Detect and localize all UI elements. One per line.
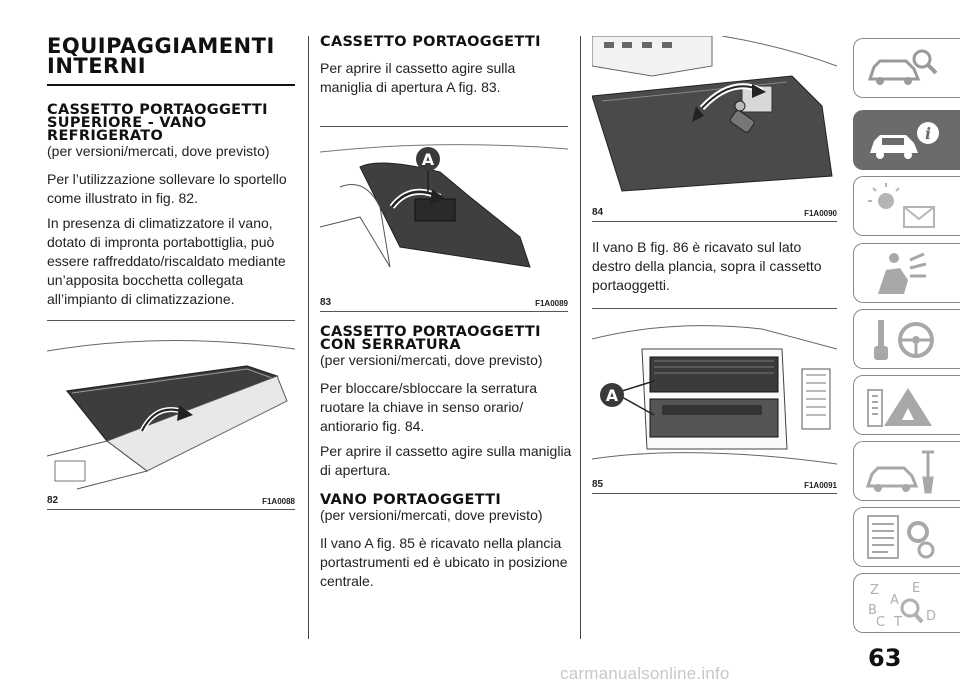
paragraph: Il vano A fig. 85 è ricavato nella planc… xyxy=(320,535,568,589)
specs-list-icon xyxy=(867,515,935,559)
svg-text:Z: Z xyxy=(870,583,879,598)
sidebar-tab-airbag-seat[interactable] xyxy=(853,243,960,303)
figure-callout-label: A xyxy=(422,150,435,169)
column-2: CASSETTO PORTAOGGETTI Per aprire il cass… xyxy=(320,0,570,97)
figure-number: 83 xyxy=(320,297,332,308)
sidebar-tab-warning-lights[interactable] xyxy=(853,176,960,236)
glovebox-upper-illustration xyxy=(47,340,295,490)
section-subtitle: (per versioni/mercati, dove previsto) xyxy=(47,143,270,159)
svg-text:A: A xyxy=(890,593,899,608)
sidebar-tab-key-steering[interactable] xyxy=(853,309,960,369)
watermark: carmanualsonline.info xyxy=(560,664,730,683)
section-heading-locking-glovebox: CASSETTO PORTAOGGETTI CON SERRATURA xyxy=(320,324,541,353)
column-2-lower: CASSETTO PORTAOGGETTI CON SERRATURA (per… xyxy=(320,324,572,591)
svg-text:T: T xyxy=(893,615,902,628)
key-steering-icon xyxy=(874,320,934,360)
figure-number: 85 xyxy=(592,479,604,490)
car-info-icon: i xyxy=(870,122,939,159)
sidebar-tab-index[interactable]: Z E A B C T D xyxy=(853,573,960,633)
svg-text:B: B xyxy=(868,603,877,618)
alphabet-index-icon: Z E A B C T D xyxy=(868,581,936,628)
figure-number: 82 xyxy=(47,495,59,506)
figure-code: F1A0089 xyxy=(535,299,568,308)
column-1: EQUIPAGGIAMENTI INTERNI CASSETTO PORTAOG… xyxy=(47,0,297,309)
paragraph: Il vano B fig. 86 è ricavato sul lato de… xyxy=(592,239,822,293)
paragraph: Per aprire il cassetto agire sulla manig… xyxy=(320,60,516,95)
warning-lights-icon xyxy=(868,183,935,228)
locking-glovebox-illustration xyxy=(592,36,837,192)
figure-code: F1A0091 xyxy=(804,481,837,490)
sidebar-tab-specs[interactable] xyxy=(853,507,960,567)
section-heading-glovebox: CASSETTO PORTAOGGETTI xyxy=(320,34,541,50)
section-subtitle: (per versioni/mercati, dove previsto) xyxy=(320,507,543,523)
column-divider xyxy=(580,36,581,639)
section-subtitle: (per versioni/mercati, dove previsto) xyxy=(320,352,543,368)
car-maintenance-icon xyxy=(865,450,934,494)
figure-number: 84 xyxy=(592,207,604,218)
sidebar-tab-car-info[interactable]: i xyxy=(853,110,960,170)
page-title: EQUIPAGGIAMENTI INTERNI xyxy=(47,34,275,78)
car-search-icon xyxy=(867,49,938,85)
figure-callout-label: A xyxy=(606,386,619,405)
paragraph: Per l’utilizzazione sollevare lo sportel… xyxy=(47,171,287,206)
svg-text:i: i xyxy=(925,124,931,143)
figure-85: A 85 F1A0091 xyxy=(592,308,837,494)
emergency-triangle-icon xyxy=(867,388,932,427)
paragraph: Per bloccare/sbloccare la serratura ruot… xyxy=(320,380,538,434)
paragraph: Per aprire il cassetto agire sulla manig… xyxy=(320,443,572,478)
figure-84: 84 F1A0090 xyxy=(592,36,837,222)
sidebar-tab-emergency[interactable] xyxy=(853,375,960,435)
sidebar-tab-car-search[interactable] xyxy=(853,38,960,98)
glovebox-handle-illustration: A xyxy=(320,144,568,268)
figure-83: A 83 F1A0089 xyxy=(320,126,568,312)
figure-code: F1A0090 xyxy=(804,209,837,218)
section-heading-storage: VANO PORTAOGGETTI xyxy=(320,492,502,508)
airbag-seat-icon xyxy=(878,252,927,294)
sidebar-tab-maintenance[interactable] xyxy=(853,441,960,501)
svg-text:D: D xyxy=(926,609,936,624)
column-divider xyxy=(308,36,309,639)
paragraph: In presenza di climatizzatore il vano, d… xyxy=(47,215,286,307)
page-number: 63 xyxy=(868,644,902,672)
column-3-text: Il vano B fig. 86 è ricavato sul lato de… xyxy=(592,238,837,295)
section-heading-upper-glovebox: CASSETTO PORTAOGGETTI SUPERIORE - VANO R… xyxy=(47,102,268,144)
figure-code: F1A0088 xyxy=(262,497,295,506)
title-rule xyxy=(47,84,295,86)
figure-82: 82 F1A0088 xyxy=(47,320,295,510)
svg-text:C: C xyxy=(876,615,885,628)
dashboard-storage-illustration: A xyxy=(592,325,837,465)
svg-text:E: E xyxy=(912,581,920,596)
